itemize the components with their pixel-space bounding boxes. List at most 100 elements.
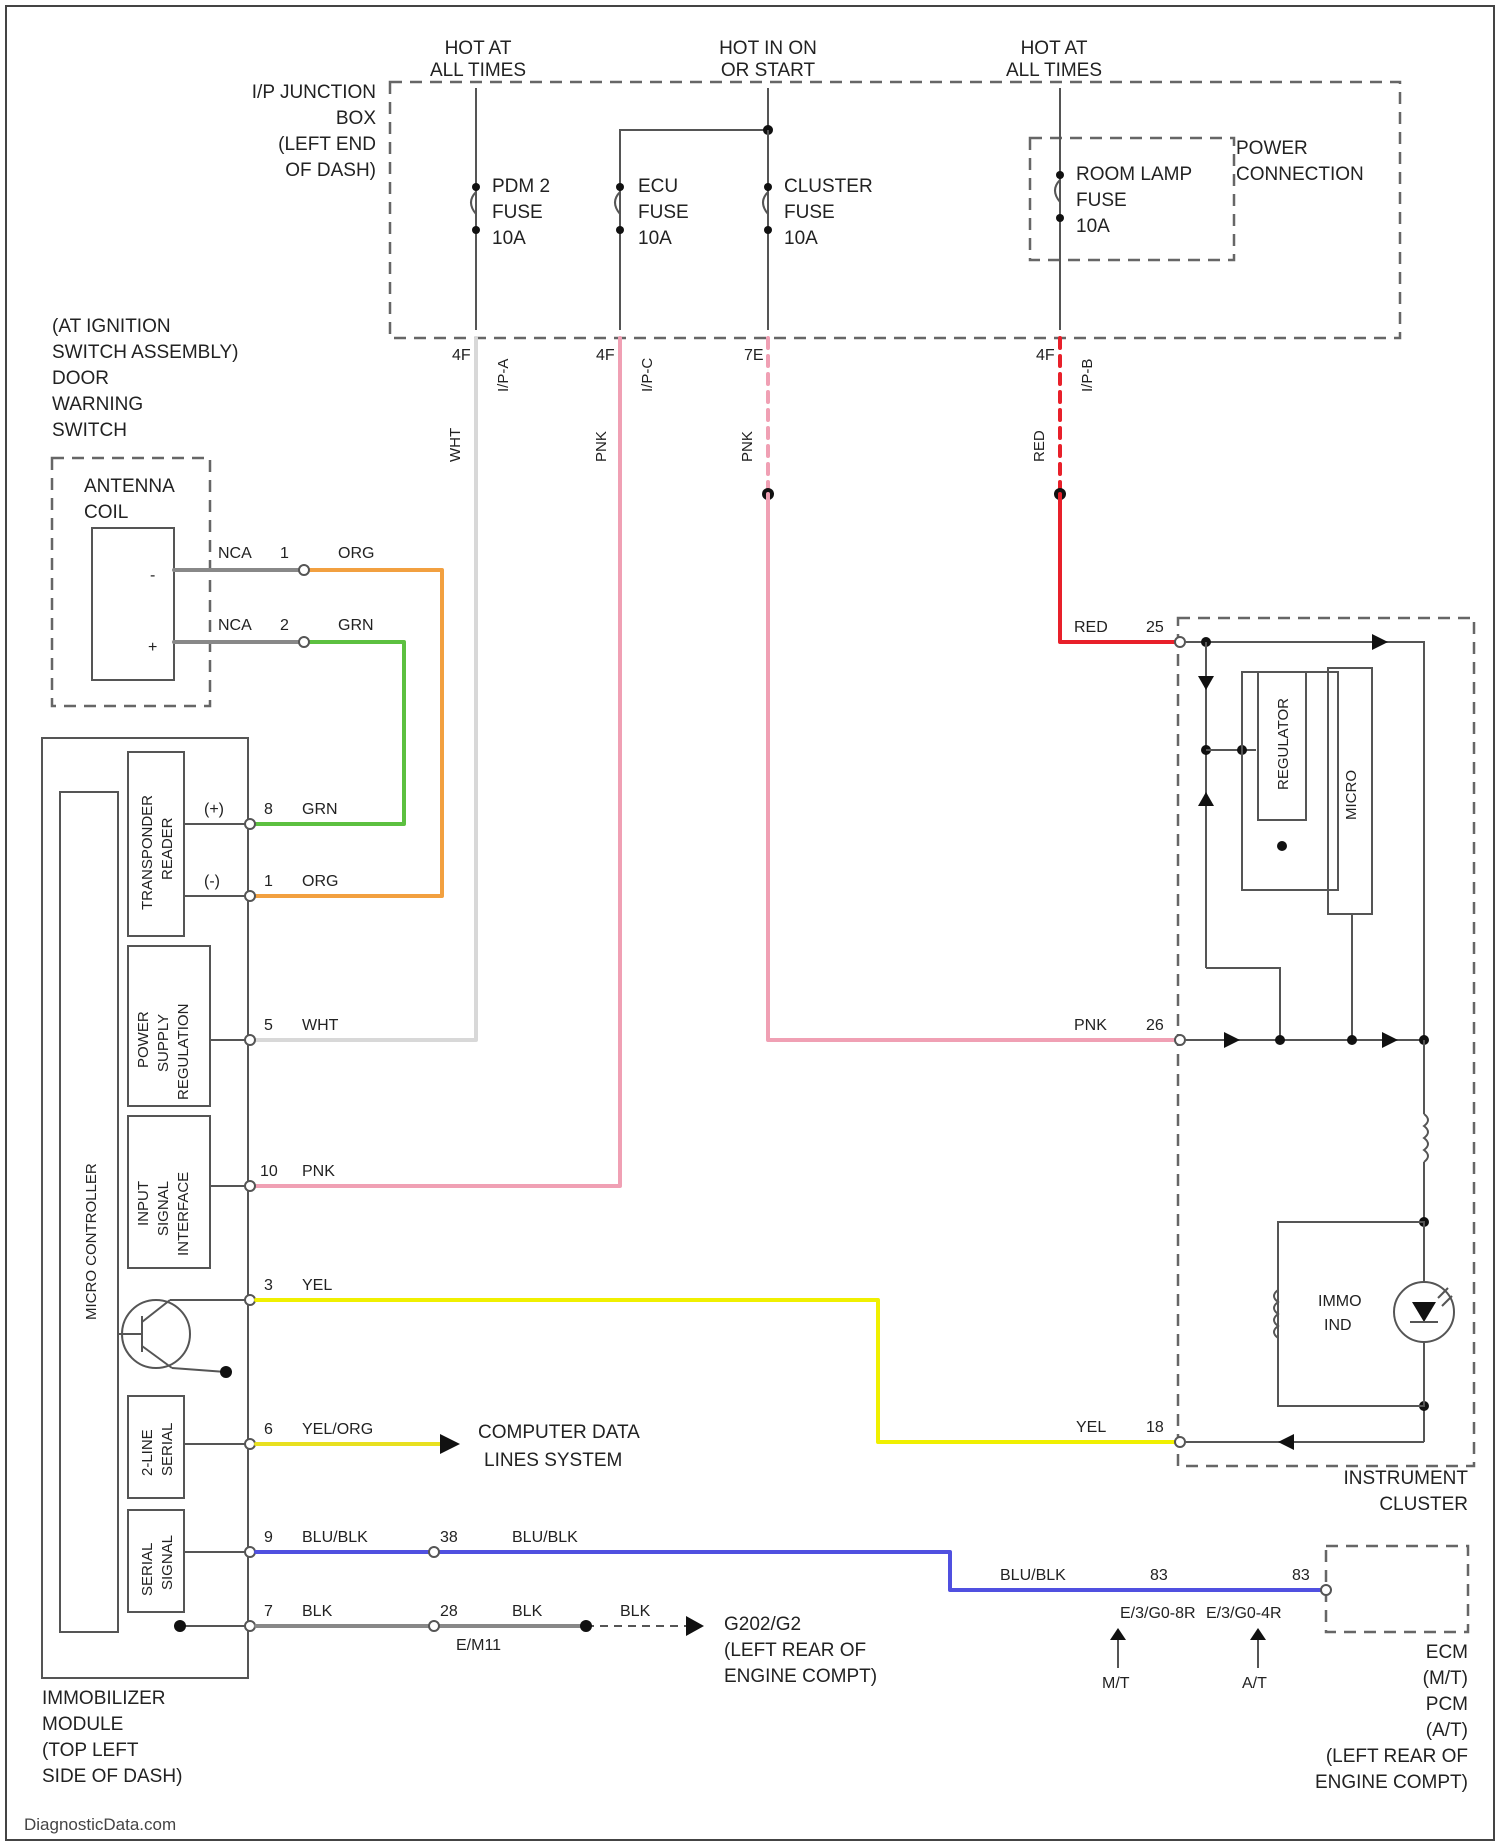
svg-text:E/3/G0-8R: E/3/G0-8R — [1120, 1605, 1196, 1622]
svg-text:7: 7 — [264, 1603, 273, 1620]
svg-text:HOT AT: HOT AT — [1021, 38, 1088, 59]
diagram-border — [6, 6, 1494, 1840]
micro-label: MICRO — [1343, 770, 1360, 820]
serial-signal-label: SERIAL SIGNAL — [139, 1535, 176, 1596]
svg-text:SWITCH ASSEMBLY): SWITCH ASSEMBLY) — [52, 342, 239, 363]
header-hot-at-all-times-1: HOT AT ALL TIMES — [430, 38, 526, 81]
antenna-coil-label: ANTENNA COIL — [84, 476, 175, 523]
svg-text:ALL TIMES: ALL TIMES — [430, 60, 526, 81]
svg-text:REGULATION: REGULATION — [175, 1004, 192, 1100]
svg-text:BLU/BLK: BLU/BLK — [1000, 1567, 1066, 1584]
ecm-outline — [1326, 1546, 1468, 1632]
svg-text:CLUSTER: CLUSTER — [1379, 1494, 1468, 1515]
svg-text:SIDE OF DASH): SIDE OF DASH) — [42, 1766, 182, 1787]
svg-text:I/P-C: I/P-C — [639, 358, 656, 392]
svg-text:SWITCH: SWITCH — [52, 420, 127, 441]
svg-text:GRN: GRN — [302, 801, 338, 818]
antenna-pin-plus: + — [148, 639, 157, 656]
svg-text:IMMOBILIZER: IMMOBILIZER — [42, 1688, 166, 1709]
computer-data-label: COMPUTER DATA LINES SYSTEM — [478, 1422, 640, 1471]
svg-text:E/3/G0-4R: E/3/G0-4R — [1206, 1605, 1282, 1622]
ground-arrow-icon — [686, 1616, 704, 1636]
svg-text:LINES SYSTEM: LINES SYSTEM — [484, 1450, 622, 1471]
cluster-pin-labels: RED 25 PNK 26 YEL 18 — [1074, 619, 1164, 1436]
svg-text:OR START: OR START — [721, 60, 816, 81]
svg-text:ENGINE COMPT): ENGINE COMPT) — [1315, 1772, 1468, 1793]
power-connection-label: POWER CONNECTION — [1236, 138, 1364, 185]
svg-text:(AT IGNITION: (AT IGNITION — [52, 316, 171, 337]
svg-text:10A: 10A — [638, 228, 672, 249]
input-signal-label: INPUT SIGNAL INTERFACE — [135, 1172, 192, 1256]
wire-wht-label: WHT — [447, 428, 464, 462]
svg-text:A/T: A/T — [1242, 1675, 1267, 1692]
svg-text:E/M11: E/M11 — [456, 1637, 501, 1654]
antenna-pin-minus: - — [150, 567, 155, 584]
svg-text:10A: 10A — [492, 228, 526, 249]
svg-text:FUSE: FUSE — [638, 202, 689, 223]
fuse-connector-pins: 4F I/P-A 4F I/P-C 7E 4F I/P-B — [452, 347, 1096, 392]
svg-text:MODULE: MODULE — [42, 1714, 123, 1735]
svg-text:POWER: POWER — [1236, 138, 1308, 159]
immobilizer-label: IMMOBILIZER MODULE (TOP LEFT SIDE OF DAS… — [42, 1688, 182, 1787]
svg-text:WARNING: WARNING — [52, 394, 143, 415]
module-pin-5: 5 WHT — [264, 1017, 339, 1034]
svg-text:7E: 7E — [744, 347, 764, 364]
module-pin-8: (+) 8 GRN — [204, 801, 338, 818]
svg-text:28: 28 — [440, 1603, 458, 1620]
svg-text:ALL TIMES: ALL TIMES — [1006, 60, 1102, 81]
svg-text:DOOR: DOOR — [52, 368, 109, 389]
svg-text:1: 1 — [264, 873, 273, 890]
wire-red-label: RED — [1031, 430, 1048, 462]
svg-text:PNK: PNK — [302, 1163, 335, 1180]
arrow-right-icon — [440, 1434, 460, 1454]
svg-text:4F: 4F — [596, 347, 615, 364]
svg-text:CLUSTER: CLUSTER — [784, 176, 873, 197]
wire-pnk-ecu-label: PNK — [593, 431, 610, 462]
svg-text:INSTRUMENT: INSTRUMENT — [1343, 1468, 1468, 1489]
module-pin-10: 10 PNK — [260, 1163, 335, 1180]
svg-text:CONNECTION: CONNECTION — [1236, 164, 1364, 185]
blk-labels: 28 BLK BLK E/M11 — [440, 1603, 651, 1654]
header-hot-at-all-times-2: HOT AT ALL TIMES — [1006, 38, 1102, 81]
indicator-led-icon — [1394, 1282, 1454, 1342]
module-pin-1: (-) 1 ORG — [204, 873, 338, 890]
svg-text:PDM 2: PDM 2 — [492, 176, 550, 197]
svg-text:FUSE: FUSE — [1076, 190, 1127, 211]
power-supply-label: POWER SUPPLY REGULATION — [135, 1004, 192, 1100]
svg-text:10: 10 — [260, 1163, 278, 1180]
svg-text:(-): (-) — [204, 873, 220, 890]
svg-text:YEL/ORG: YEL/ORG — [302, 1421, 373, 1438]
svg-text:25: 25 — [1146, 619, 1164, 636]
svg-text:SIGNAL: SIGNAL — [155, 1181, 172, 1236]
svg-text:M/T: M/T — [1102, 1675, 1130, 1692]
svg-text:8: 8 — [264, 801, 273, 818]
cluster-fuse-label: CLUSTER FUSE 10A — [784, 176, 873, 249]
svg-text:SUPPLY: SUPPLY — [155, 1014, 172, 1072]
svg-text:6: 6 — [264, 1421, 273, 1438]
svg-text:NCA: NCA — [218, 617, 252, 634]
transistor-icon — [118, 1300, 248, 1378]
svg-text:BLK: BLK — [302, 1603, 333, 1620]
svg-text:(M/T): (M/T) — [1423, 1668, 1468, 1689]
svg-text:ECU: ECU — [638, 176, 678, 197]
svg-text:BOX: BOX — [336, 108, 376, 129]
ecm-label: ECM (M/T) PCM (A/T) (LEFT REAR OF ENGINE… — [1315, 1642, 1468, 1793]
svg-text:OF DASH): OF DASH) — [285, 160, 376, 181]
svg-text:RED: RED — [1074, 619, 1108, 636]
two-line-serial-label: 2-LINE SERIAL — [139, 1423, 176, 1476]
svg-text:4F: 4F — [1036, 347, 1055, 364]
svg-text:FUSE: FUSE — [784, 202, 835, 223]
svg-text:WHT: WHT — [302, 1017, 339, 1034]
svg-text:83: 83 — [1150, 1567, 1168, 1584]
transponder-reader-label: TRANSPONDER READER — [139, 795, 176, 910]
svg-text:18: 18 — [1146, 1419, 1164, 1436]
svg-text:POWER: POWER — [135, 1011, 152, 1068]
svg-text:3: 3 — [264, 1277, 273, 1294]
svg-text:BLU/BLK: BLU/BLK — [302, 1529, 368, 1546]
svg-text:FUSE: FUSE — [492, 202, 543, 223]
svg-text:(LEFT REAR OF: (LEFT REAR OF — [724, 1640, 866, 1661]
svg-text:26: 26 — [1146, 1017, 1164, 1034]
immo-ind-label: IMMO IND — [1318, 1293, 1362, 1334]
svg-text:(+): (+) — [204, 801, 224, 818]
svg-text:83: 83 — [1292, 1567, 1310, 1584]
